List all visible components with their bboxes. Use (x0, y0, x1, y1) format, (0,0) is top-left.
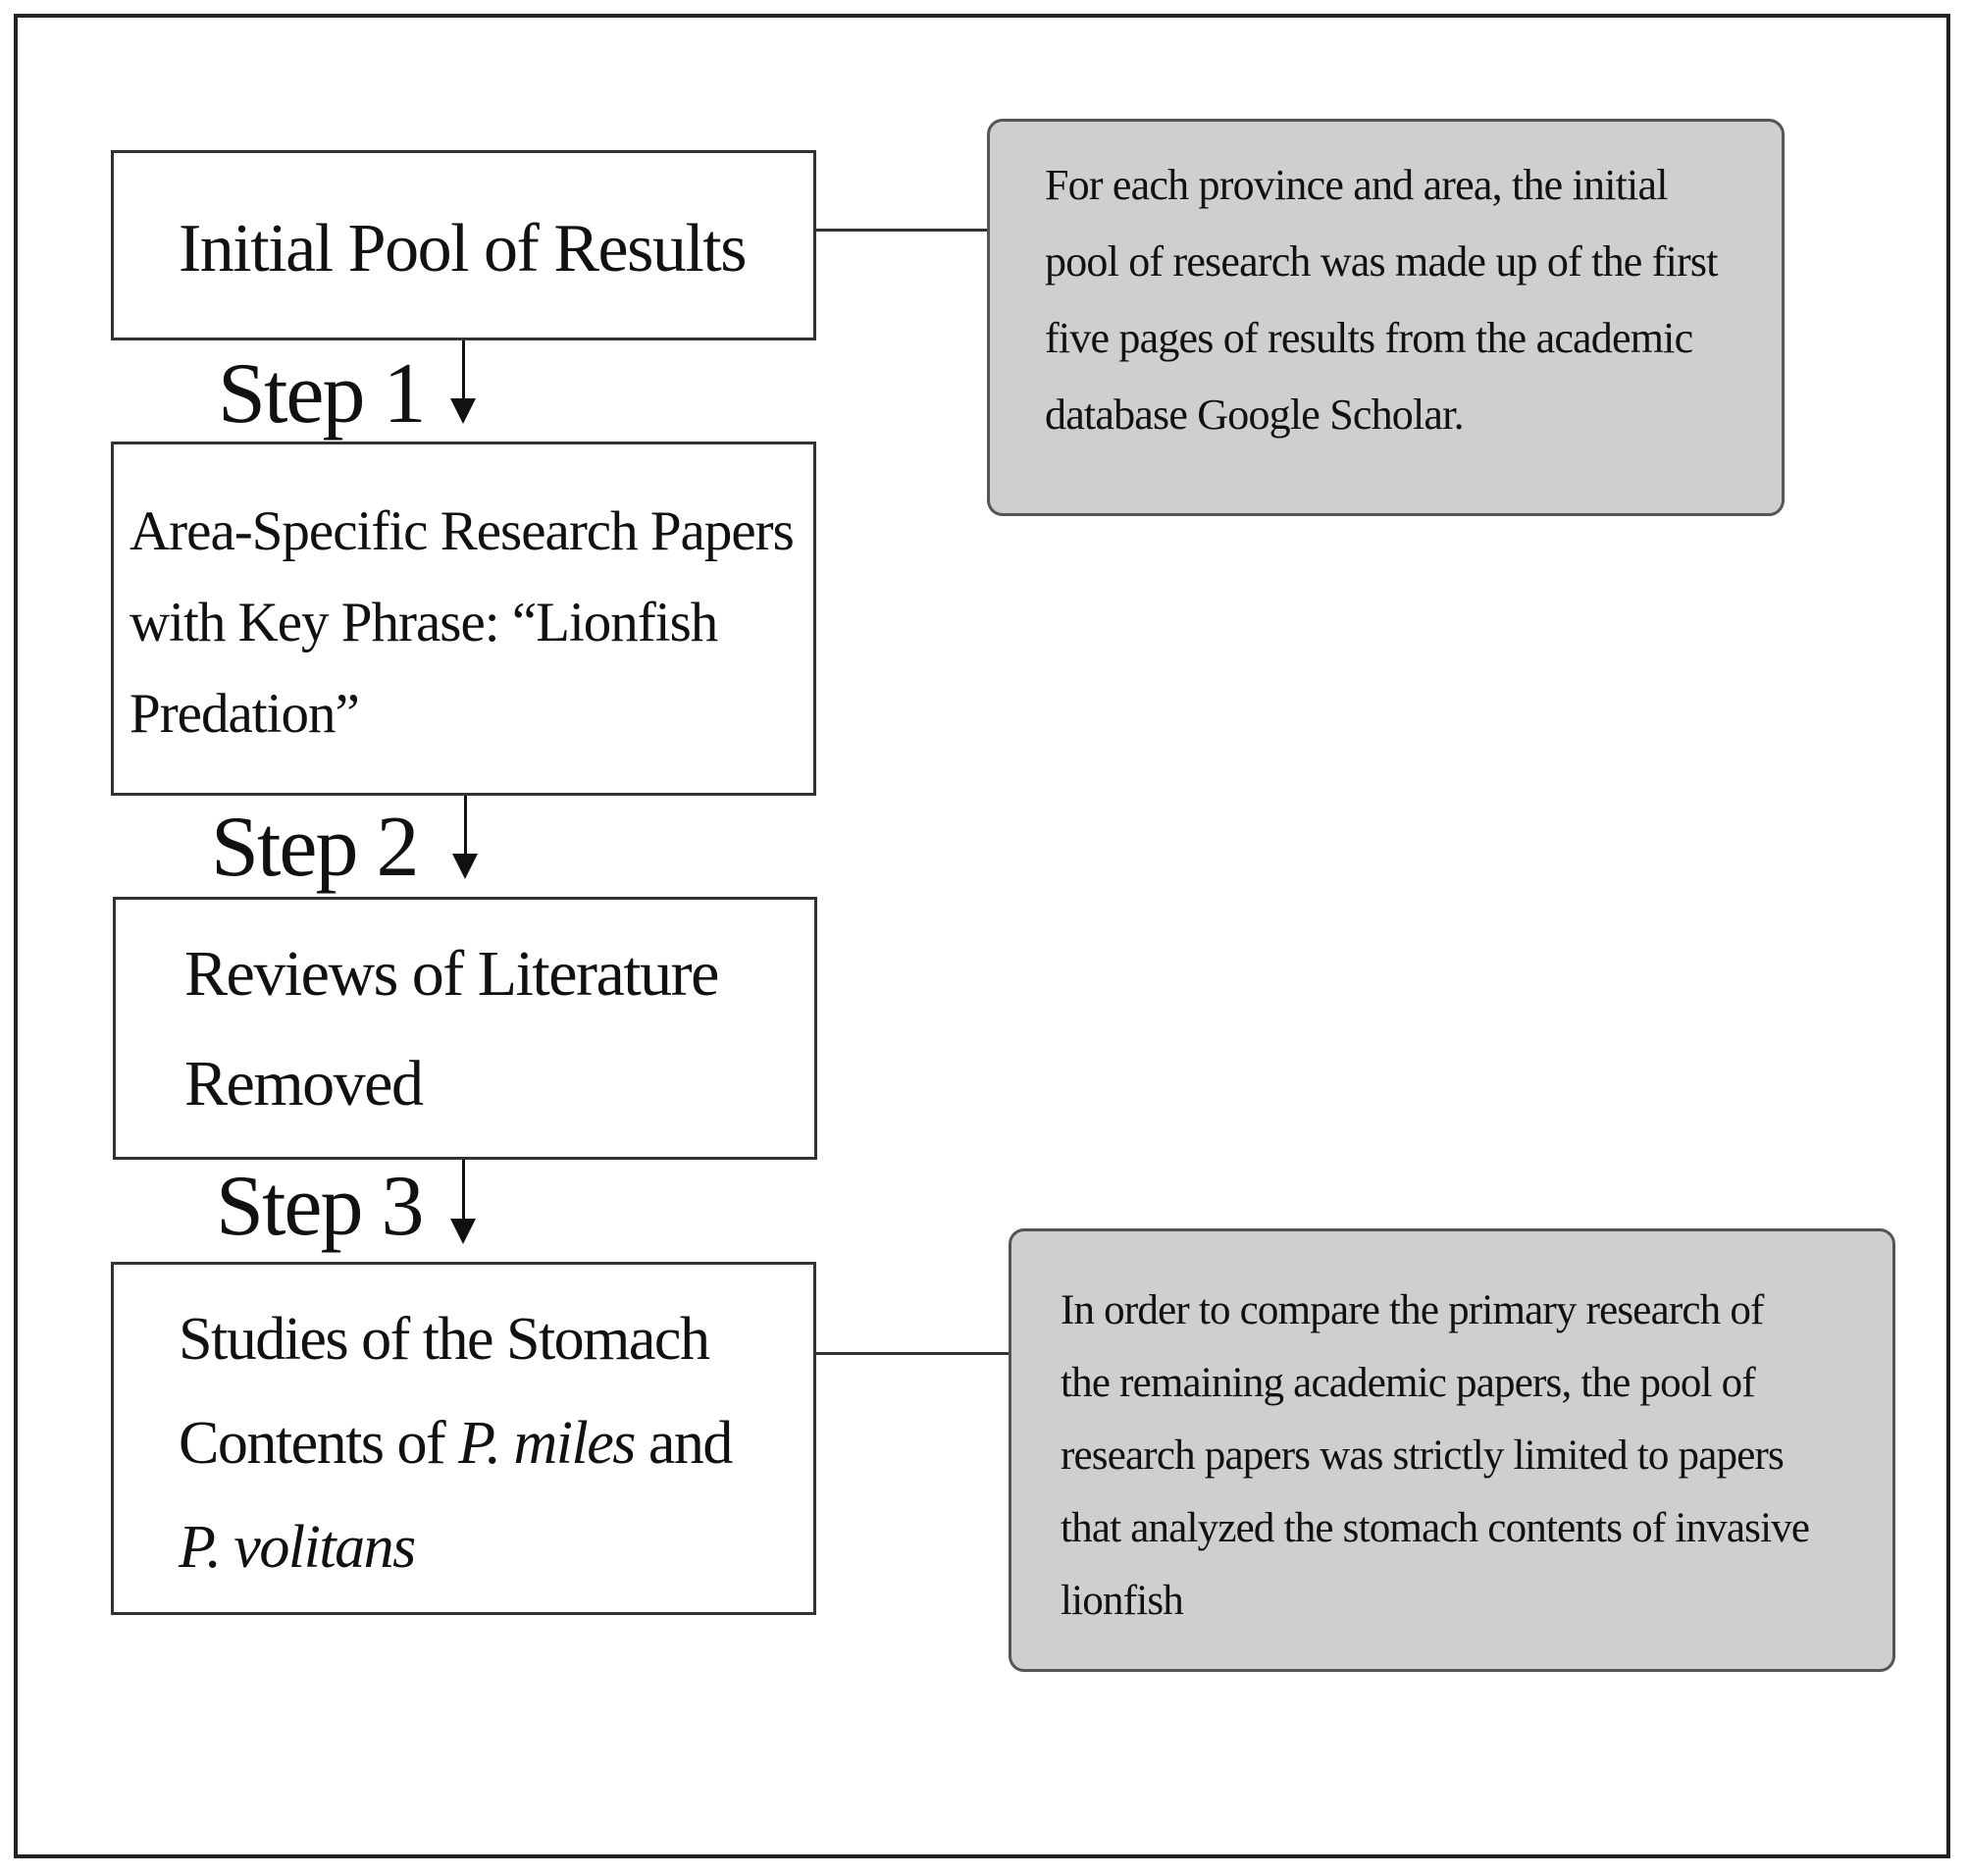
step1-arrow-shaft (462, 340, 465, 409)
species-p-volitans: P. volitans (179, 1514, 416, 1581)
step3-arrow-head (450, 1219, 476, 1244)
box-reviews-removed-line2: Removed (184, 1048, 424, 1120)
note-initial-pool-text: For each province and area, the initial … (1045, 147, 1718, 453)
box-stomach-studies-line3: P. volitans (179, 1495, 732, 1599)
note2-line5: lionfish (1061, 1578, 1184, 1624)
box-initial-pool: Initial Pool of Results (111, 150, 816, 340)
figure-frame (14, 14, 1950, 1858)
step2-arrow-head (452, 854, 478, 879)
note-stomach-contents-text: In order to compare the primary research… (1061, 1275, 1810, 1638)
step1-arrow-head (450, 398, 476, 424)
box-area-specific-line1: Area-Specific Research Papers (129, 500, 795, 562)
note2-line4: that analyzed the stomach contents of in… (1061, 1505, 1810, 1551)
box-stomach-studies-line2: Contents of P. miles and (179, 1391, 734, 1495)
note2-line3: research papers was strictly limited to … (1061, 1433, 1785, 1479)
box-area-specific: Area-Specific Research Papers with Key P… (111, 442, 816, 796)
box-reviews-removed: Reviews of Literature Removed (113, 897, 817, 1160)
note1-line3: five pages of results from the academic (1045, 314, 1693, 362)
step3-label: Step 3 (216, 1159, 424, 1254)
note2-line2: the remaining academic papers, the pool … (1061, 1360, 1756, 1406)
step1-label: Step 1 (218, 346, 426, 442)
species-p-miles: P. miles (458, 1410, 636, 1477)
connector-box4-note2 (816, 1352, 1010, 1355)
step2-label: Step 2 (211, 800, 419, 895)
step3-arrow-shaft (462, 1160, 465, 1228)
and-text: and (634, 1410, 734, 1477)
box-area-specific-text: Area-Specific Research Papers with Key P… (129, 486, 795, 759)
box-stomach-studies-line1: Studies of the Stomach (179, 1306, 710, 1373)
step2-arrow-shaft (464, 796, 467, 862)
box-area-specific-line2: with Key Phrase: “Lionfish (129, 592, 718, 653)
box-reviews-removed-text: Reviews of Literature Removed (184, 919, 719, 1139)
contents-of-text: Contents of (179, 1410, 459, 1477)
note2-line1: In order to compare the primary research… (1061, 1287, 1764, 1333)
connector-box1-note1 (816, 229, 989, 232)
note1-line4: database Google Scholar. (1045, 391, 1465, 439)
box-reviews-removed-line1: Reviews of Literature (184, 938, 719, 1010)
box-stomach-studies-text: Studies of the Stomach Contents of P. mi… (179, 1287, 734, 1599)
box-area-specific-line3: Predation” (129, 683, 360, 745)
box-initial-pool-label: Initial Pool of Results (179, 211, 748, 287)
note1-line2: pool of research was made up of the firs… (1045, 237, 1718, 286)
note1-line1: For each province and area, the initial (1045, 161, 1668, 209)
note-stomach-contents: In order to compare the primary research… (1009, 1228, 1895, 1672)
box-stomach-studies: Studies of the Stomach Contents of P. mi… (111, 1262, 816, 1615)
note-initial-pool: For each province and area, the initial … (987, 119, 1785, 516)
